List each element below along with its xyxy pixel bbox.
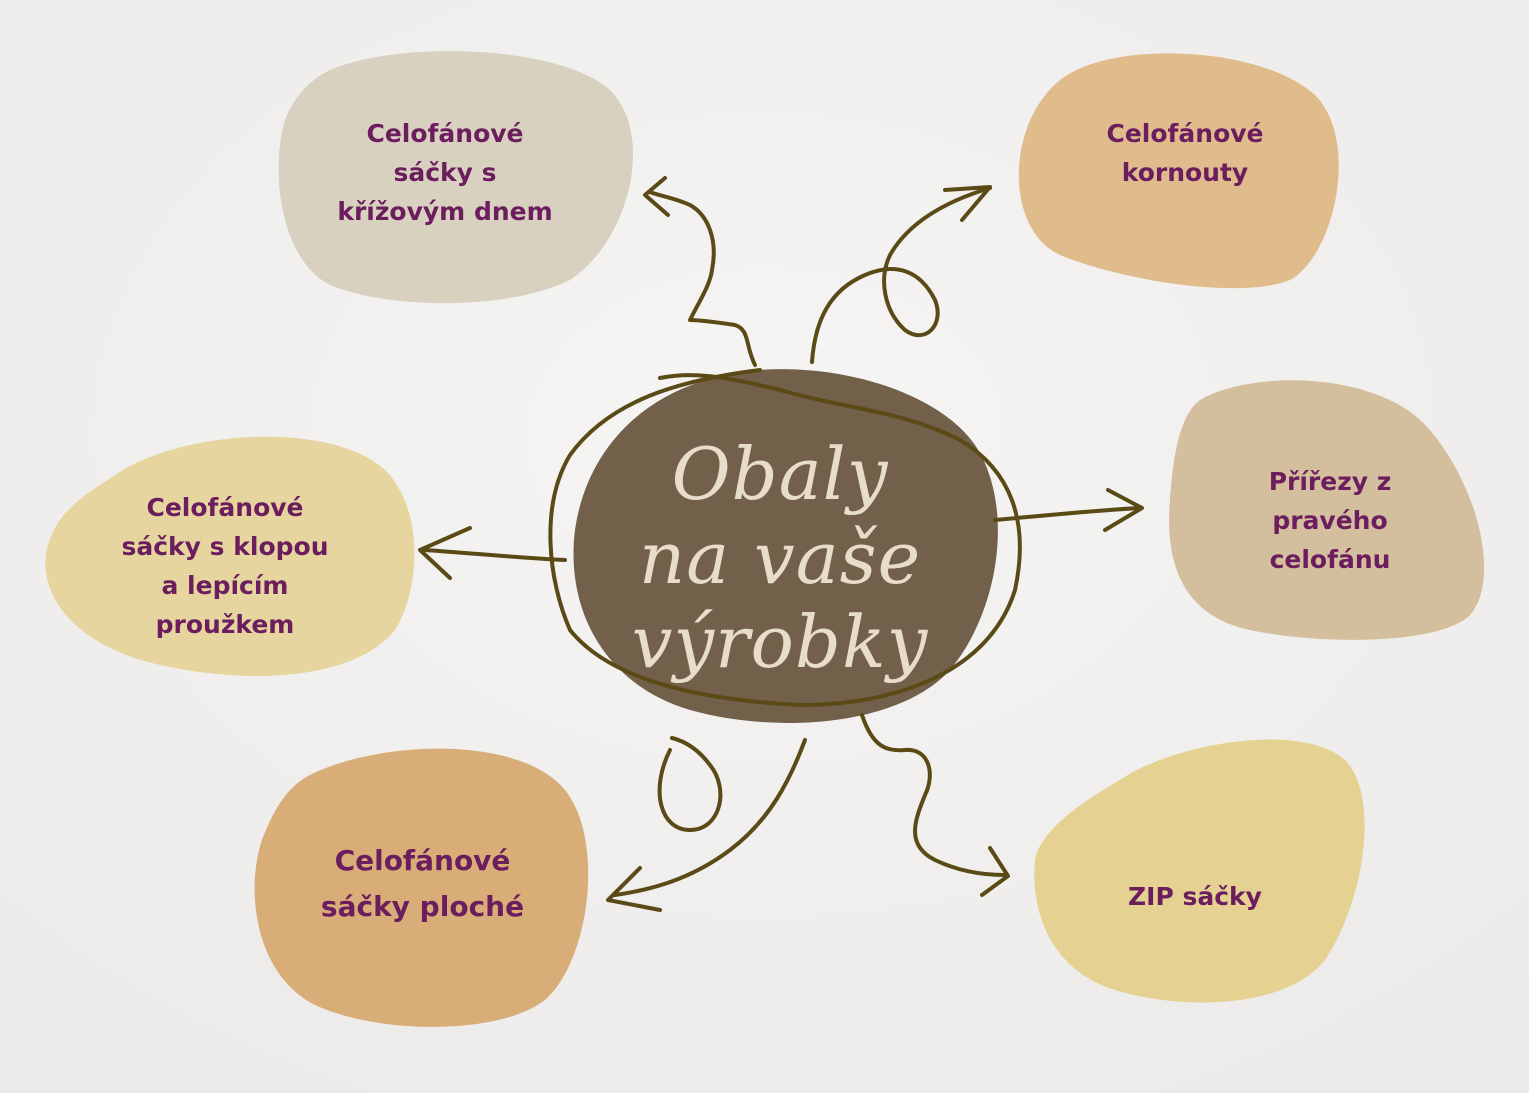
node-bottom-left-line-2: sáčky ploché — [320, 890, 525, 923]
node-bottom-right: ZIP sáčky — [1095, 877, 1295, 916]
center-title-line-1: Obaly — [671, 432, 889, 516]
node-bottom-left-line-1: Celofánové — [334, 844, 511, 877]
arrow-mid-right — [993, 506, 1142, 522]
blob-top-left — [278, 51, 634, 304]
node-mid-right-line-3: celofánu — [1269, 545, 1391, 574]
arrow-mid-left — [423, 548, 567, 562]
node-top-left-line-1: Celofánové — [366, 119, 524, 148]
node-bottom-right-line-1: ZIP sáčky — [1128, 882, 1262, 911]
node-mid-left: Celofánové sáčky s klopou a lepícím prou… — [105, 488, 345, 644]
node-bottom-left: Celofánové sáčky ploché — [300, 838, 545, 930]
arrowhead-top-right — [943, 185, 992, 222]
node-top-right-line-2: kornouty — [1121, 158, 1249, 187]
node-mid-left-line-3: a lepícím — [161, 571, 289, 600]
node-mid-right-line-2: pravého — [1272, 506, 1388, 535]
center-title-line-2: na vaše — [638, 516, 922, 600]
scribble-loop — [548, 368, 1022, 707]
arrowhead-bottom-right — [980, 846, 1010, 897]
arrowhead-mid-right — [1103, 488, 1144, 532]
blob-bottom-left — [254, 748, 589, 1027]
center-blob — [573, 369, 998, 723]
arrowhead-bottom-left — [606, 866, 662, 912]
arrowhead-mid-left — [418, 526, 472, 580]
blob-mid-left — [45, 436, 415, 676]
center-title-line-3: výrobky — [631, 600, 929, 684]
node-mid-right: Přířezy z pravého celofánu — [1230, 462, 1430, 579]
node-mid-left-line-2: sáčky s klopou — [121, 532, 329, 561]
arrow-top-left — [648, 190, 757, 367]
node-top-right-line-1: Celofánové — [1106, 119, 1264, 148]
node-top-left-line-3: křížovým dnem — [337, 197, 553, 226]
node-mid-left-line-4: proužkem — [155, 610, 295, 639]
node-mid-left-line-1: Celofánové — [146, 493, 304, 522]
node-top-left: Celofánové sáčky s křížovým dnem — [330, 114, 560, 231]
blob-mid-right — [1169, 380, 1485, 640]
center-title: Obaly na vaše výrobky — [590, 432, 970, 684]
arrow-top-right — [810, 186, 992, 364]
arrowhead-top-left — [643, 176, 670, 217]
node-top-right: Celofánové kornouty — [1070, 114, 1300, 192]
arrow-bottom-right — [860, 713, 1007, 877]
blob-top-right — [1018, 53, 1339, 289]
node-top-left-line-2: sáčky s — [393, 158, 497, 187]
blob-bottom-right — [1034, 739, 1365, 1003]
node-mid-right-line-1: Přířezy z — [1268, 467, 1392, 496]
arrow-bottom-left — [613, 736, 807, 897]
